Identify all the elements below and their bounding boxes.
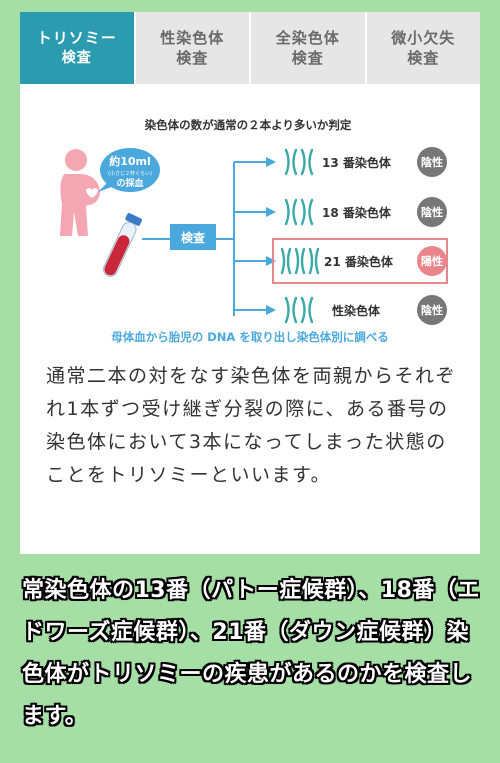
- summary-text: 常染色体の13番（パトー症候群）、18番（エドワーズ症候群）、21番（ダウン症候…: [22, 578, 480, 729]
- flow-arrows: [142, 157, 276, 316]
- sex-chromosome-label: 性染色体: [331, 303, 381, 318]
- test-label: 検査: [181, 230, 206, 245]
- bubble-note: (小さじ２杯ぐらい): [108, 170, 152, 177]
- result-badge: [417, 246, 447, 276]
- chromosome-13-label: 13 番染色体: [322, 155, 392, 170]
- pregnant-woman-icon: [60, 149, 100, 236]
- result-badge: [417, 197, 447, 227]
- tab-label-sub: 検査: [176, 49, 209, 67]
- blood-amount-bubble: 約10ml (小さじ２杯ぐらい) の採血: [98, 148, 160, 192]
- result-badge: [417, 295, 447, 325]
- tab-all-chromosome[interactable]: 全染色体 検査: [251, 12, 367, 84]
- chromosome-pair-icon: [284, 198, 314, 226]
- result-negative: 陰性: [421, 205, 443, 219]
- chromosome-pair-icon: [284, 296, 314, 324]
- tab-microdeletion[interactable]: 微小欠失 検査: [366, 12, 480, 84]
- test-tube-icon: [102, 213, 142, 277]
- bubble-amount: 約10ml: [109, 154, 151, 168]
- chromosome-18-label: 18 番染色体: [322, 205, 392, 220]
- tab-trisomy[interactable]: トリソミー 検査: [20, 12, 136, 84]
- tab-label-sub: 検査: [407, 49, 440, 67]
- test-box: [170, 224, 216, 250]
- result-badge: [417, 147, 447, 177]
- result-positive: 陽性: [421, 254, 443, 268]
- content-panel: 染色体の数が通常の２本より多いか判定 約10ml (小さじ２杯ぐらい) の採血: [20, 84, 480, 554]
- tab-label-sub: 検査: [61, 50, 92, 66]
- diagram-caption: 母体血から胎児の DNA を取り出し染色体別に調べる: [111, 330, 389, 344]
- tab-label: トリソミー: [36, 29, 117, 47]
- trisomy-description: 通常二本の対をなす染色体を両親からそれぞれ1本ずつ受け継ぎ分裂の際に、ある番号の…: [46, 365, 457, 486]
- result-negative: 陰性: [421, 155, 443, 169]
- tab-label: 全染色体: [275, 29, 340, 47]
- tab-label: 微小欠失: [391, 29, 456, 47]
- chromosome-trio-icon: [280, 247, 320, 275]
- tab-label-sub: 検査: [291, 49, 324, 67]
- nipt-diagram: 染色体の数が通常の２本より多いか判定 約10ml (小さじ２杯ぐらい) の採血: [60, 118, 448, 344]
- test-type-tabs: トリソミー 検査 性染色体 検査 全染色体 検査 微小欠失 検査: [20, 12, 480, 84]
- result-negative: 陰性: [421, 303, 443, 317]
- bubble-label: の採血: [116, 177, 143, 189]
- tab-label: 性染色体: [160, 29, 225, 47]
- diagram-title: 染色体の数が通常の２本より多いか判定: [144, 118, 352, 132]
- tab-sex-chromosome[interactable]: 性染色体 検査: [135, 12, 251, 84]
- chromosome-pair-icon: [284, 148, 314, 176]
- chromosome-21-label: 21 番染色体: [324, 254, 394, 269]
